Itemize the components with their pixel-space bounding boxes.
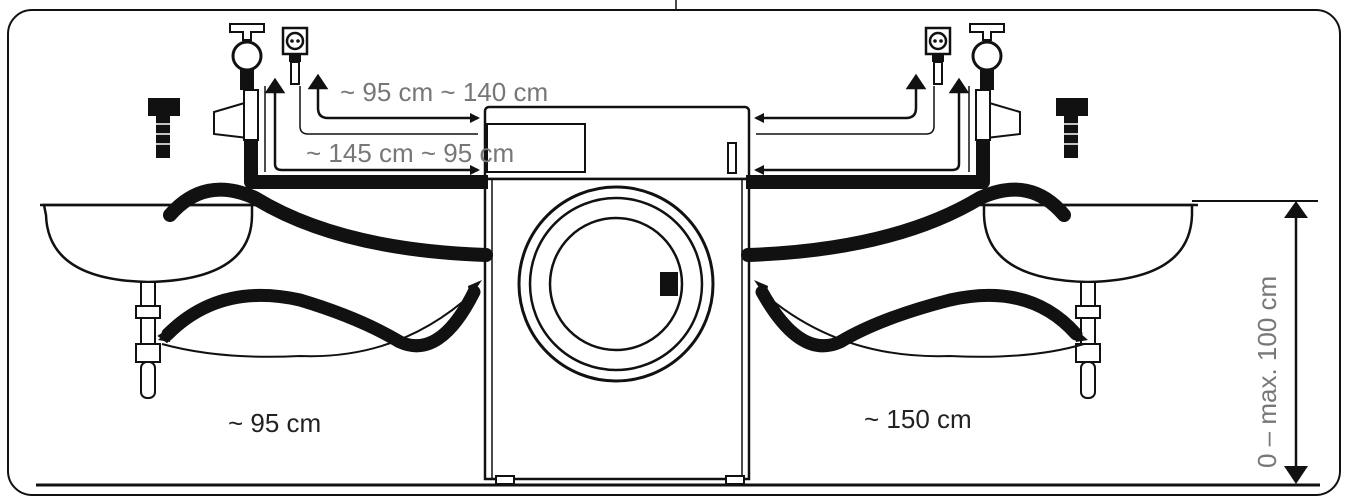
left-dimension-arrows — [264, 73, 480, 175]
left-siphon-pipe — [135, 281, 161, 399]
left-drain-hose — [163, 182, 493, 262]
left-inlet-hose — [244, 140, 488, 189]
label-left-drain: ~ 95 cm — [228, 408, 321, 438]
height-dimension-arrow — [1192, 200, 1318, 484]
right-power-socket-icon — [924, 26, 952, 85]
label-top-distances: ~ 95 cm ~ 140 cm — [340, 77, 548, 107]
right-dimension-arrows — [754, 73, 970, 175]
right-lower-drain-hose — [755, 285, 1083, 353]
left-lower-arrow — [468, 280, 482, 298]
left-power-socket-icon — [281, 26, 309, 85]
washing-machine — [483, 105, 751, 485]
right-water-tap-icon — [969, 23, 1021, 141]
left-lower-drain-hose — [161, 285, 481, 353]
left-wall-bolt-icon — [148, 98, 180, 158]
left-sink — [40, 203, 258, 284]
machine-door-handle — [660, 272, 678, 296]
right-siphon-pipe — [1075, 281, 1101, 399]
right-drain-hose — [741, 182, 1071, 262]
left-water-tap-icon — [213, 23, 265, 141]
machine-control-knob — [727, 142, 737, 174]
label-right-drain: ~ 150 cm — [864, 404, 972, 434]
machine-detergent-drawer — [486, 123, 586, 173]
machine-foot-right — [725, 475, 745, 485]
right-wall-bolt-icon — [1056, 98, 1088, 158]
right-inlet-hose — [746, 140, 990, 189]
machine-door-glass — [548, 216, 684, 352]
label-height-range: 0 – max. 100 cm — [1252, 276, 1282, 468]
right-lower-arrow — [754, 280, 768, 298]
label-middle-distances: ~ 145 cm ~ 95 cm — [306, 138, 514, 168]
machine-foot-left — [495, 475, 515, 485]
